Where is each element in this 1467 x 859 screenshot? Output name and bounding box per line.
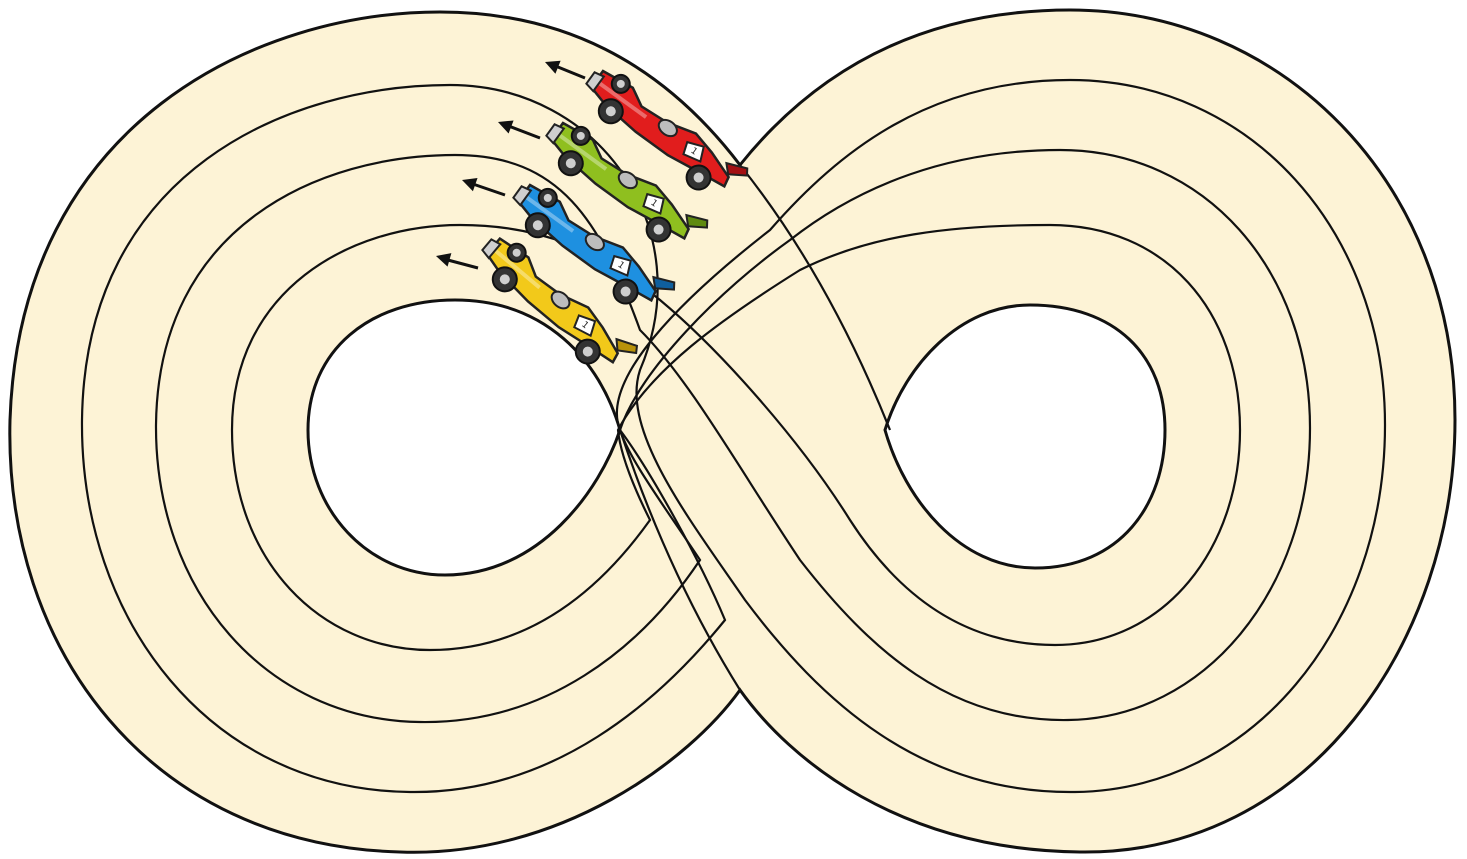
track-surface [10, 10, 1455, 852]
figure-eight-track [10, 10, 1455, 852]
